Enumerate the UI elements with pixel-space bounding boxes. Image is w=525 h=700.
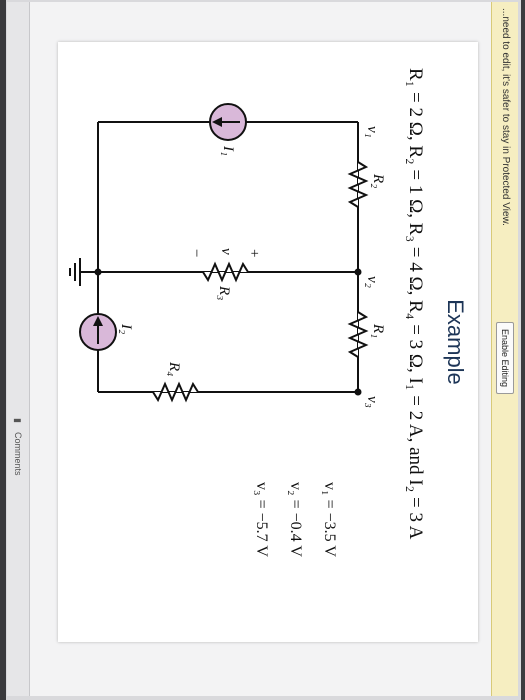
label-v: v: [218, 248, 234, 255]
result-v2: v₂ = −0.4 V: [287, 482, 304, 557]
ground-icon: [69, 258, 98, 286]
resistor-R1: [347, 311, 369, 358]
screen: ...need to edit, it's safer to stay in P…: [7, 2, 518, 696]
comments-button[interactable]: Comments: [13, 432, 23, 476]
resistor-R2: [347, 161, 369, 208]
comment-icon: ▮: [13, 418, 23, 423]
label-v3: v₃: [364, 396, 380, 408]
status-bar: Comments ▮: [7, 2, 30, 696]
slide-title: Example: [443, 299, 468, 385]
label-v1: v₁: [364, 126, 380, 138]
circuit-diagram: v₁ v₂ v₃ R₂ R₁ R₃ R₄ I₁ I₂ v + −: [69, 103, 386, 408]
resistor-R4: [152, 381, 199, 403]
protected-view-bar: ...need to edit, it's safer to stay in P…: [491, 2, 518, 696]
label-R2: R₂: [370, 173, 386, 188]
protected-view-message: ...need to edit, it's safer to stay in P…: [500, 8, 511, 226]
label-R4: R₄: [166, 361, 182, 376]
result-v3: v₃ = −5.7 V: [253, 482, 270, 557]
label-R3: R₃: [216, 285, 232, 300]
label-minus: −: [188, 248, 204, 258]
label-plus: +: [246, 248, 262, 258]
resistor-R3: [202, 261, 249, 283]
label-I2: I₂: [118, 323, 134, 334]
enable-editing-button[interactable]: Enable Editing: [496, 322, 514, 395]
label-v2: v₂: [364, 276, 380, 288]
result-v1: v₁ = −3.5 V: [321, 482, 338, 557]
results-list: v₁ = −3.5 V v₂ = −0.4 V v₃ = −5.7 V: [236, 482, 338, 557]
slide: Example R₁ = 2 Ω, R₂ = 1 Ω, R₃ = 4 Ω, R₄…: [58, 42, 478, 642]
label-R1: R₁: [370, 323, 386, 338]
circuit-parameters: R₁ = 2 Ω, R₂ = 1 Ω, R₃ = 4 Ω, R₄ = 3 Ω, …: [405, 68, 426, 540]
label-I1: I₁: [220, 145, 236, 156]
